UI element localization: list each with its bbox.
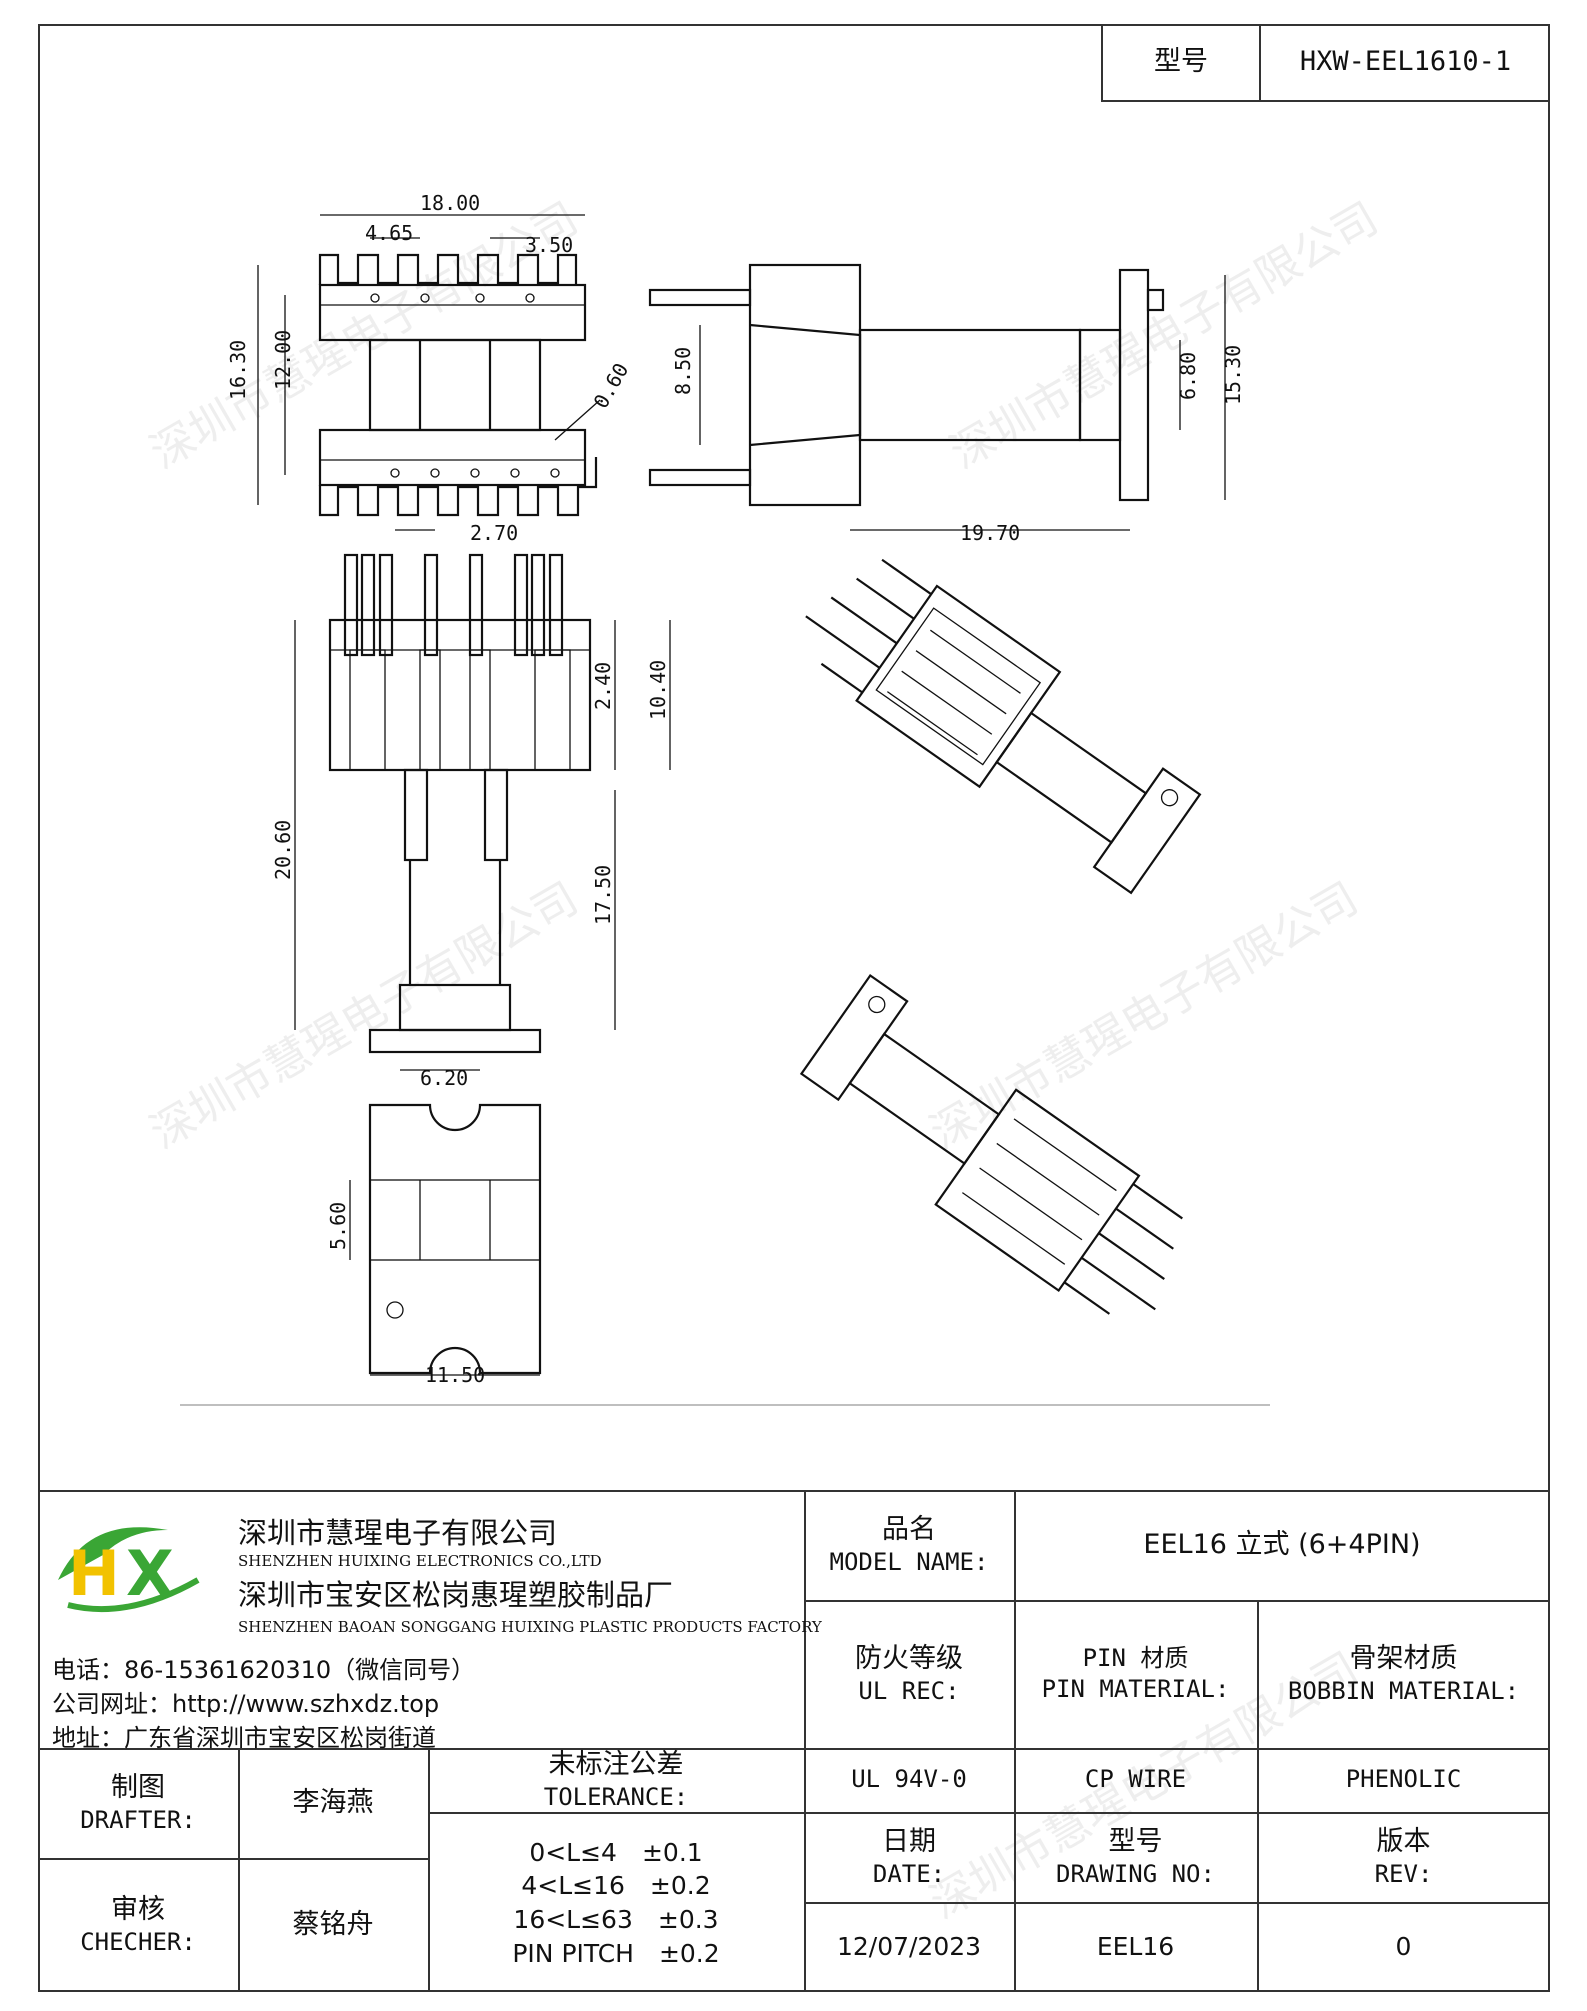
pin-material-value: CP WIRE — [1084, 1765, 1187, 1794]
dim-label: 18.00 — [420, 191, 480, 215]
front-view — [257, 214, 601, 531]
dim-label: 6.80 — [1176, 352, 1200, 400]
tolerance-line: 4<L≤16 ±0.2 — [521, 1871, 711, 1901]
tolerance-line: 16<L≤63 ±0.3 — [513, 1905, 719, 1934]
company-logo: H X — [58, 1527, 200, 1613]
drafter-value: 李海燕 — [292, 1787, 374, 1819]
dim-label: 15.30 — [1221, 345, 1245, 405]
dim-label: 2.70 — [470, 521, 518, 545]
fire-rating-value: UL 94V-0 — [851, 1765, 967, 1794]
revision-value: 0 — [1395, 1931, 1412, 1961]
dim-label: 5.60 — [326, 1202, 350, 1250]
dim-label: 2.40 — [591, 662, 615, 710]
drafter-label: 制图 DRAFTER: — [80, 1771, 196, 1834]
isometric-view-top — [805, 558, 1202, 895]
dim-label: 8.50 — [671, 347, 695, 395]
bottom-view — [349, 1103, 542, 1376]
drawing-frame — [38, 24, 1550, 1992]
bobbin-material-value: PHENOLIC — [1345, 1765, 1462, 1794]
dim-label: 11.50 — [425, 1363, 485, 1387]
checker-value: 蔡铭舟 — [292, 1909, 374, 1941]
dim-label: 17.50 — [591, 865, 615, 925]
bobbin-material-label: 骨架材质 BOBBIN MATERIAL: — [1287, 1642, 1520, 1705]
checker-label: 审核 CHECHER: — [80, 1893, 196, 1956]
fire-rating-label: 防火等级 UL REC: — [855, 1642, 963, 1705]
revision-label: 版本 REV: — [1374, 1825, 1433, 1888]
model-name-label: 品名 MODEL NAME: — [829, 1513, 989, 1576]
dim-label: 12.00 — [271, 330, 295, 390]
dim-label: 19.70 — [960, 521, 1020, 545]
tolerance-values: 0<L≤4 ±0.1 4<L≤16 ±0.2 16<L≤63 ±0.3 PIN … — [428, 1818, 804, 1988]
dim-label: 4.65 — [365, 221, 413, 245]
model-name-value: EEL16 立式 (6+4PIN) — [1143, 1529, 1421, 1561]
tolerance-line: 0<L≤4 ±0.1 — [529, 1837, 703, 1867]
model-value: HXW-EEL1610-1 — [1299, 46, 1512, 78]
company-address: 地址：广东省深圳市宝安区松岗街道 — [52, 1724, 436, 1752]
date-label: 日期 DATE: — [872, 1825, 946, 1888]
dim-label: 3.50 — [525, 233, 573, 257]
factory-name-en: SHENZHEN BAOAN SONGGANG HUIXING PLASTIC … — [238, 1618, 822, 1636]
dim-label: 10.40 — [646, 660, 670, 720]
drawing-no-value: EEL16 — [1096, 1931, 1175, 1961]
side-view — [648, 263, 1226, 531]
elevation-view — [294, 553, 671, 1071]
tolerance-line: PIN PITCH ±0.2 — [512, 1938, 720, 1968]
dim-label: 0.60 — [589, 359, 634, 413]
tolerance-label: 未标注公差 TOLERANCE: — [543, 1748, 689, 1811]
model-title-block: 型号 HXW-EEL1610-1 — [1101, 24, 1550, 102]
date-value: 12/07/2023 — [836, 1931, 982, 1961]
company-name-en: SHENZHEN HUIXING ELECTRONICS CO.,LTD — [238, 1552, 602, 1570]
pin-material-label: PIN 材质 PIN MATERIAL: — [1041, 1643, 1230, 1703]
company-website[interactable]: 公司网址：http://www.szhxdz.top — [52, 1690, 440, 1718]
dim-label: 16.30 — [226, 340, 250, 400]
isometric-view-bottom — [799, 973, 1183, 1315]
model-label: 型号 — [1103, 24, 1261, 100]
title-block: H X 深圳市慧瑆电子有限公司 SHENZHEN HUIXING ELECTRO… — [38, 1490, 1550, 1992]
dim-label: 6.20 — [420, 1066, 468, 1090]
svg-text:H: H — [68, 1537, 120, 1610]
technical-drawing: 18.00 4.65 3.50 16.30 12.00 0.60 2.70 8.… — [180, 191, 1270, 1406]
drawing-no-label: 型号 DRAWING NO: — [1056, 1825, 1215, 1888]
factory-name: 深圳市宝安区松岗惠瑆塑胶制品厂 — [238, 1578, 674, 1612]
dim-label: 20.60 — [271, 820, 295, 880]
company-name: 深圳市慧瑆电子有限公司 — [238, 1516, 558, 1550]
company-phone: 电话：86-15361620310（微信同号） — [52, 1656, 476, 1684]
